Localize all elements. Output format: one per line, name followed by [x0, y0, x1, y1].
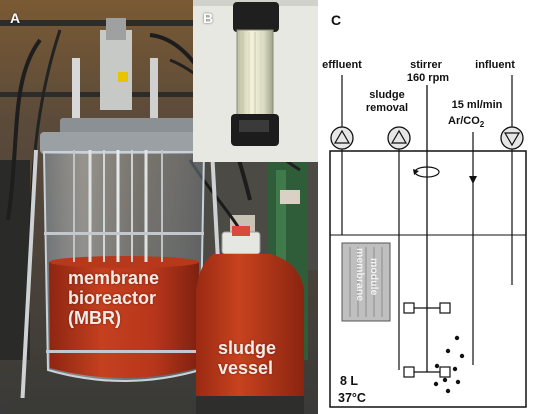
panel-b-label: B	[203, 10, 214, 26]
gas-flow-label-subscript: 2	[480, 120, 485, 129]
gas-arrow-icon	[469, 176, 477, 184]
reactor-volume-label: 8 L	[340, 374, 358, 388]
membrane-module-label-line1: membrane	[354, 248, 366, 301]
gas-flow-label-line1: 15 ml/min	[452, 99, 503, 111]
stirrer-label-line1: stirrer	[410, 59, 443, 71]
effluent-label: effluent	[322, 59, 362, 71]
sludge-removal-pump-icon	[387, 126, 411, 150]
mbr-label: membrane bioreactor (MBR)	[68, 268, 159, 328]
sludge-removal-label-line1: sludge	[369, 89, 404, 101]
gas-bubbles	[433, 335, 465, 394]
effluent-pump-icon	[330, 126, 354, 150]
sludge-removal-label-line2: removal	[366, 102, 408, 114]
membrane-module-label-line2: module	[368, 258, 380, 295]
influent-label: influent	[475, 59, 515, 71]
membrane-module-icon	[341, 242, 391, 322]
influent-pump-icon	[500, 126, 524, 150]
gas-flow-label-prefix: Ar/CO	[448, 115, 480, 127]
sludge-vessel-label: sludge vessel	[218, 338, 276, 378]
mbr-label-line3: (MBR)	[68, 308, 121, 328]
panel-b-photo: B	[193, 0, 318, 162]
panel-a-label: A	[10, 10, 21, 26]
reactor-outline	[329, 150, 527, 408]
reactor-temperature-label: 37°C	[338, 391, 366, 405]
sludge-vessel-label-line1: sludge	[218, 338, 277, 358]
panel-c-label: C	[331, 12, 342, 28]
lower-impeller	[403, 366, 451, 378]
mbr-label-line1: membrane	[68, 268, 160, 288]
gas-flow-label-line2: Ar/CO2	[448, 115, 485, 129]
sludge-vessel-label-line2: vessel	[218, 358, 274, 378]
stirrer-rotation-icon	[413, 166, 440, 178]
upper-impeller	[403, 302, 451, 314]
membrane-module-photo-illustration	[193, 0, 318, 162]
mbr-label-line2: bioreactor	[68, 288, 157, 308]
stirrer-label-line2: 160 rpm	[407, 72, 449, 84]
